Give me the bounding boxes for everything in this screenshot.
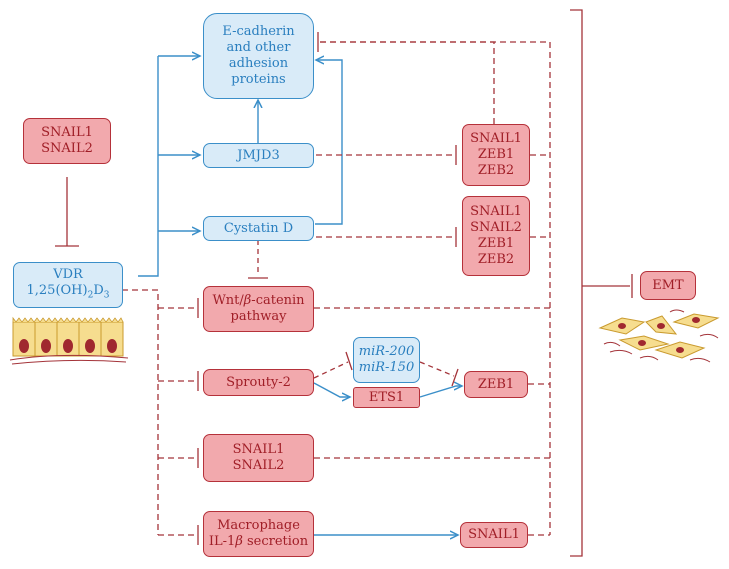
group2-line-4: ZEB2: [477, 252, 515, 267]
group1-line-3: ZEB2: [477, 163, 515, 178]
wnt-post: -catenin: [251, 293, 305, 308]
group1-node: SNAIL1 ZEB1 ZEB2: [462, 124, 530, 186]
ecadherin-line-3: adhesion: [228, 56, 289, 71]
wnt-line-1: Wnt/β-catenin: [212, 293, 304, 309]
emt-bracket: [570, 9, 583, 557]
dash-vdr-trunk: [122, 289, 159, 535]
vdr-sub-2: 3: [103, 290, 110, 301]
snail-low-line-2: SNAIL2: [232, 458, 285, 473]
arrow-cystatin-to-ecadherin: [315, 60, 343, 225]
zeb1-mid-label: ZEB1: [477, 376, 515, 392]
ecadherin-node: E-cadherin and other adhesion proteins: [203, 13, 314, 99]
mir-line-2: miR-150: [358, 360, 415, 375]
dash-sprouty-to-mir: [313, 361, 349, 379]
jmjd3-label: JMJD3: [237, 147, 280, 163]
group1-line-1: SNAIL1: [470, 131, 522, 146]
vdr-hormone-mid: D: [93, 282, 104, 298]
ecadherin-line-4: proteins: [231, 72, 286, 87]
vdr-node: VDR 1,25(OH)2D3: [13, 262, 123, 308]
arrow-ets1-to-zeb1: [419, 386, 462, 398]
macrophage-il: IL-1: [208, 534, 236, 549]
wnt-beta: β: [243, 293, 252, 308]
emt-node: EMT: [640, 271, 696, 300]
vdr-line-2: 1,25(OH)2D3: [27, 283, 110, 304]
mesenchymal-cells-icon: [598, 309, 720, 363]
group1-line-2: ZEB1: [477, 147, 515, 162]
mir-node: miR-200 miR-150: [353, 337, 420, 383]
dash-mir-to-zeb1: [419, 361, 455, 377]
ecadherin-line-1: E-cadherin: [222, 24, 295, 39]
macrophage-secretion: secretion: [242, 534, 309, 549]
ecadherin-line-2: and other: [226, 40, 291, 55]
macrophage-node: Macrophage IL-1β secretion: [203, 511, 314, 557]
activation-arrows: [138, 56, 462, 535]
vdr-hormone-pre: 1,25(OH): [26, 282, 88, 298]
snail-top-line-2: SNAIL2: [41, 141, 93, 156]
snail1-bottom-node: SNAIL1: [460, 522, 528, 548]
epithelial-cells-icon: [9, 316, 129, 365]
snail-top-line-1: SNAIL1: [41, 125, 93, 140]
zeb1-mid-node: ZEB1: [464, 371, 528, 398]
sprouty-label: Sprouty-2: [226, 374, 291, 390]
macrophage-line-1: Macrophage: [217, 518, 300, 533]
cystatin-label: Cystatin D: [223, 220, 294, 236]
mir-line-1: miR-200: [358, 344, 415, 359]
inhibition-lines: [55, 9, 633, 557]
wnt-pre: Wnt/: [212, 293, 244, 308]
group2-line-1: SNAIL1: [470, 204, 522, 219]
wnt-line-2: pathway: [230, 309, 287, 324]
arrow-vdr-trunk: [138, 56, 159, 277]
snail1-bottom-label: SNAIL1: [468, 527, 520, 542]
jmjd3-node: JMJD3: [203, 143, 314, 168]
ets1-node: ETS1: [353, 387, 420, 408]
group2-line-3: ZEB1: [477, 236, 515, 251]
snail-top-node: SNAIL1 SNAIL2: [23, 118, 111, 164]
vdr-sub-1: 2: [87, 290, 94, 301]
snail-low-node: SNAIL1 SNAIL2: [203, 434, 314, 482]
dash-collector-top: [320, 41, 551, 535]
macrophage-beta: β: [235, 534, 243, 549]
cystatin-node: Cystatin D: [203, 216, 314, 241]
snail-low-line-1: SNAIL1: [232, 442, 285, 457]
emt-label: EMT: [652, 277, 684, 293]
bar-mir: [345, 351, 353, 371]
vdr-line-1: VDR: [53, 266, 83, 282]
group2-node: SNAIL1 SNAIL2 ZEB1 ZEB2: [462, 196, 530, 276]
sprouty-node: Sprouty-2: [203, 369, 314, 396]
macrophage-line-2: IL-1β secretion: [209, 534, 308, 550]
group2-line-2: SNAIL2: [470, 220, 522, 235]
arrow-sprouty-to-ets1: [313, 382, 350, 397]
bar-zeb1: [451, 368, 459, 387]
wnt-node: Wnt/β-catenin pathway: [203, 286, 314, 332]
ets1-label: ETS1: [368, 389, 405, 405]
dash-group1-to-ecadherin: [320, 41, 495, 124]
